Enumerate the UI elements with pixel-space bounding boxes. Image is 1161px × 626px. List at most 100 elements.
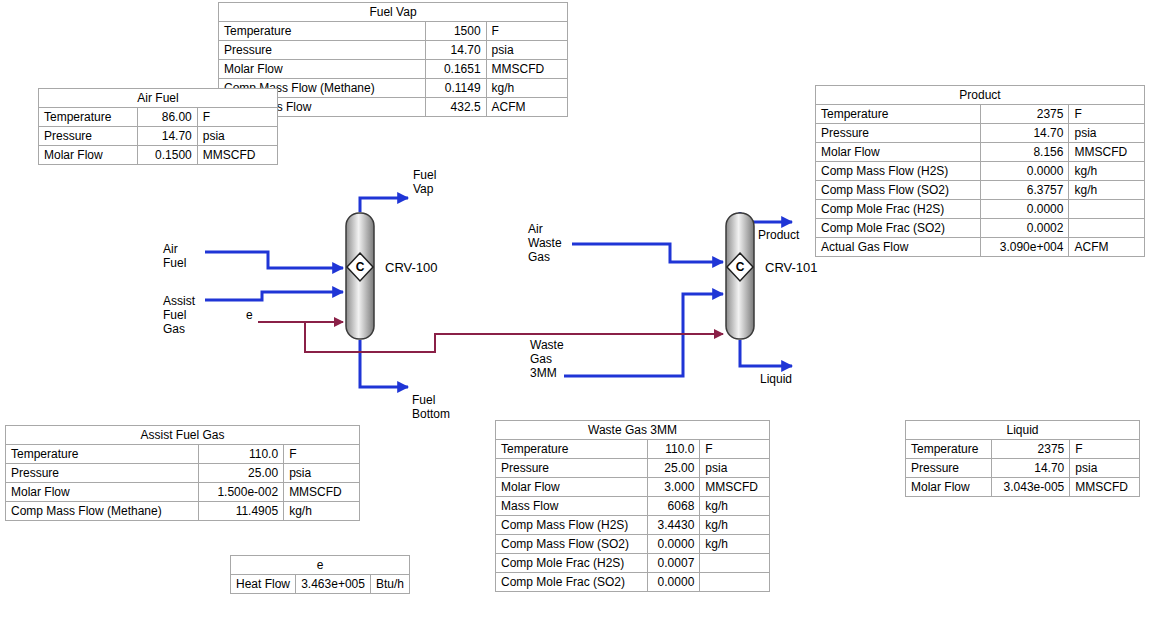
property-name: Molar Flow bbox=[6, 483, 199, 502]
property-value: 1.500e-002 bbox=[198, 483, 283, 502]
table-title: Product bbox=[816, 86, 1145, 105]
property-name: Temperature bbox=[6, 445, 199, 464]
property-value: 0.1149 bbox=[425, 79, 486, 98]
table-row: Molar Flow0.1651MMSCFD bbox=[219, 60, 568, 79]
table-row: Waste Gas 3MM bbox=[496, 421, 770, 440]
property-name: Molar Flow bbox=[906, 478, 992, 497]
property-value: 3.463e+005 bbox=[296, 575, 371, 594]
material-stream bbox=[360, 340, 408, 387]
stream-name: e bbox=[246, 308, 253, 322]
stream-name: Liquid bbox=[760, 372, 792, 386]
table-row: e bbox=[231, 556, 410, 575]
table-row: Comp Mole Frac (H2S)0.0007 bbox=[496, 554, 770, 573]
energy-stream bbox=[258, 321, 343, 323]
table-row: Liquid bbox=[906, 421, 1140, 440]
property-name: Temperature bbox=[906, 440, 992, 459]
property-unit: F bbox=[700, 440, 770, 459]
property-value: 14.70 bbox=[137, 127, 197, 146]
property-value: 2375 bbox=[991, 440, 1070, 459]
stream-data-table: Air FuelTemperature86.00FPressure14.70ps… bbox=[38, 88, 278, 165]
table-row: Pressure14.70psia bbox=[39, 127, 278, 146]
stream-data-table: ProductTemperature2375FPressure14.70psia… bbox=[815, 85, 1145, 257]
table-row: Comp Mass Flow (H2S)0.0000kg/h bbox=[816, 162, 1145, 181]
stream-table: Air FuelTemperature86.00FPressure14.70ps… bbox=[38, 88, 278, 165]
property-value: 3.043e-005 bbox=[991, 478, 1070, 497]
stream-name: Product bbox=[758, 228, 799, 242]
equipment-name: CRV-101 bbox=[765, 260, 818, 275]
property-unit: psia bbox=[284, 464, 360, 483]
table-row: Pressure25.00psia bbox=[496, 459, 770, 478]
property-unit: MMSCFD bbox=[700, 478, 770, 497]
property-name: Actual Gas Flow bbox=[816, 238, 981, 257]
property-name: Pressure bbox=[496, 459, 648, 478]
property-unit: ACFM bbox=[1069, 238, 1145, 257]
property-name: Molar Flow bbox=[39, 146, 138, 165]
empty-cell bbox=[1069, 219, 1145, 238]
property-unit: F bbox=[486, 22, 567, 41]
stream-table: Waste Gas 3MMTemperature110.0FPressure25… bbox=[495, 420, 770, 592]
table-row: Fuel Vap bbox=[219, 3, 568, 22]
reactor-vessel bbox=[345, 212, 375, 340]
property-name: Comp Mass Flow (SO2) bbox=[496, 535, 648, 554]
property-name: Comp Mole Frac (H2S) bbox=[496, 554, 648, 573]
table-row: Molar Flow0.1500MMSCFD bbox=[39, 146, 278, 165]
property-name: Temperature bbox=[219, 22, 426, 41]
property-name: Comp Mass Flow (SO2) bbox=[816, 181, 981, 200]
property-value: 14.70 bbox=[980, 124, 1069, 143]
property-name: Pressure bbox=[816, 124, 981, 143]
property-name: Comp Mass Flow (Methane) bbox=[6, 502, 199, 521]
property-name: Pressure bbox=[6, 464, 199, 483]
property-value: 3.090e+004 bbox=[980, 238, 1069, 257]
property-value: 0.1651 bbox=[425, 60, 486, 79]
stream-name: Air Fuel bbox=[163, 242, 186, 270]
table-title: Air Fuel bbox=[39, 89, 278, 108]
property-value: 0.0000 bbox=[980, 200, 1069, 219]
reactor-symbol: C bbox=[725, 259, 755, 275]
property-value: 8.156 bbox=[980, 143, 1069, 162]
property-name: Molar Flow bbox=[496, 478, 648, 497]
stream-table: ProductTemperature2375FPressure14.70psia… bbox=[815, 85, 1145, 257]
table-row: Comp Mass Flow (SO2)6.3757kg/h bbox=[816, 181, 1145, 200]
table-row: Comp Mass Flow (SO2)0.0000kg/h bbox=[496, 535, 770, 554]
property-unit: F bbox=[284, 445, 360, 464]
table-row: Comp Mole Frac (SO2)0.0002 bbox=[816, 219, 1145, 238]
property-unit: kg/h bbox=[700, 516, 770, 535]
property-unit: psia bbox=[1069, 124, 1145, 143]
table-row: Pressure25.00psia bbox=[6, 464, 360, 483]
property-unit: F bbox=[1070, 440, 1140, 459]
property-unit: ACFM bbox=[486, 98, 567, 117]
property-unit: F bbox=[1069, 105, 1145, 124]
table-row: Molar Flow3.043e-005MMSCFD bbox=[906, 478, 1140, 497]
table-row: Temperature110.0F bbox=[496, 440, 770, 459]
property-unit: psia bbox=[700, 459, 770, 478]
table-row: Actual Gas Flow3.090e+004ACFM bbox=[816, 238, 1145, 257]
equipment-name: CRV-100 bbox=[385, 260, 438, 275]
stream-name: Waste Gas 3MM bbox=[530, 338, 564, 380]
property-unit: psia bbox=[197, 127, 277, 146]
stream-name: Assist Fuel Gas bbox=[163, 294, 195, 336]
property-value: 6068 bbox=[648, 497, 700, 516]
property-value: 3.000 bbox=[648, 478, 700, 497]
property-value: 14.70 bbox=[425, 41, 486, 60]
property-name: Comp Mole Frac (SO2) bbox=[496, 573, 648, 592]
property-value: 110.0 bbox=[198, 445, 283, 464]
property-value: 1500 bbox=[425, 22, 486, 41]
table-row: Heat Flow3.463e+005Btu/h bbox=[231, 575, 410, 594]
property-value: 0.0000 bbox=[648, 535, 700, 554]
property-name: Pressure bbox=[906, 459, 992, 478]
table-row: Temperature2375F bbox=[906, 440, 1140, 459]
property-name: Molar Flow bbox=[816, 143, 981, 162]
stream-name: Fuel Vap bbox=[413, 168, 436, 196]
table-row: Molar Flow1.500e-002MMSCFD bbox=[6, 483, 360, 502]
material-stream bbox=[572, 244, 723, 262]
property-name: Temperature bbox=[496, 440, 648, 459]
property-name: Comp Mole Frac (SO2) bbox=[816, 219, 981, 238]
table-title: Fuel Vap bbox=[219, 3, 568, 22]
property-value: 432.5 bbox=[425, 98, 486, 117]
table-row: Temperature86.00F bbox=[39, 108, 278, 127]
table-row: Molar Flow3.000MMSCFD bbox=[496, 478, 770, 497]
property-unit: kg/h bbox=[700, 497, 770, 516]
stream-data-table: Assist Fuel GasTemperature110.0FPressure… bbox=[5, 425, 360, 521]
property-unit: psia bbox=[486, 41, 567, 60]
material-stream bbox=[205, 252, 343, 268]
